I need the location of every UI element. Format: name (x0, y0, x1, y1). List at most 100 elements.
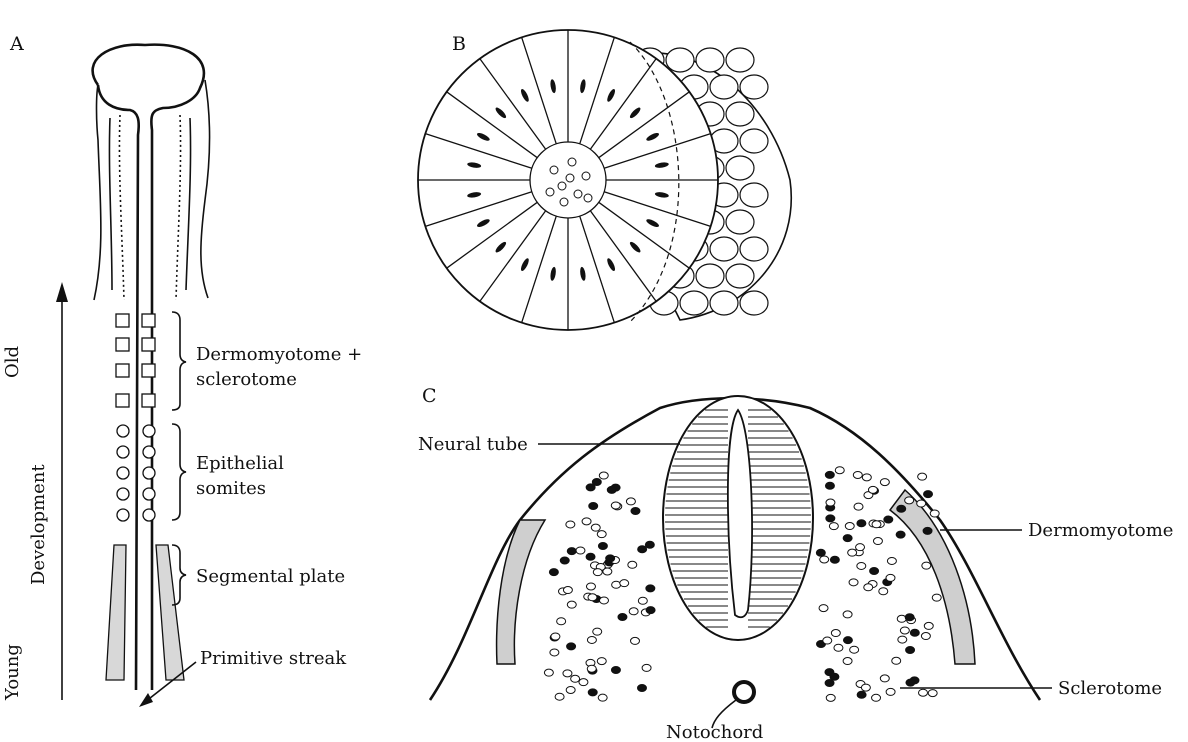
sclerotome-cell (880, 675, 889, 682)
mesenchyme-cell (582, 172, 590, 180)
sclerotome-cell (611, 502, 620, 509)
sclerotome-cell (566, 686, 575, 693)
sclerotome-cell (551, 633, 560, 640)
sclerotome-cell (567, 643, 576, 650)
sclerotome-cell (848, 549, 857, 556)
notochord (734, 682, 754, 702)
panel-a-letter: A (9, 33, 24, 55)
sclerotome-cell (850, 646, 859, 653)
axis-label-development: Development (28, 464, 49, 585)
segmental-plate-left (106, 545, 126, 680)
sclerotome-cell (629, 608, 638, 615)
sclerotome-cell (932, 594, 941, 601)
sclerotome-cell (843, 637, 852, 644)
sclerotome-cell (880, 479, 889, 486)
sclerotome-cell (593, 569, 602, 576)
sclerotome-cell (555, 693, 564, 700)
sclerotome-cell (631, 637, 640, 644)
sclerotome-cell (849, 579, 858, 586)
surface-cell (710, 75, 738, 99)
surface-cell (726, 210, 754, 234)
label-notochord: Notochord (666, 722, 763, 742)
sclerotome-cell (826, 694, 835, 701)
surface-cell (680, 291, 708, 315)
label-dermomyotome-sclerotome-1: Dermomyotome + (196, 344, 362, 365)
sclerotome-cell (834, 644, 843, 651)
somite-circle (117, 488, 129, 500)
mesenchyme-cell (560, 198, 568, 206)
sclerotome-cell (588, 594, 597, 601)
sclerotome-cell (873, 538, 882, 545)
sclerotome-cell (631, 508, 640, 515)
sclerotome-cell (923, 527, 932, 534)
sclerotome-cell (835, 467, 844, 474)
sclerotome-cell (857, 520, 866, 527)
somite-circle (117, 425, 129, 437)
sclerotome-cell (587, 636, 596, 643)
sclerotome-cell (905, 614, 914, 621)
right-inner-dotted (176, 115, 181, 300)
sclerotome-cell (567, 548, 576, 555)
primitive-streak-arrowhead (139, 693, 153, 707)
sclerotome-cell (886, 688, 895, 695)
sclerotome-cell (591, 524, 600, 531)
sclerotome-cell (897, 505, 906, 512)
sclerotome-cell (638, 546, 647, 553)
sclerotome-cell (906, 679, 915, 686)
somite-square (142, 364, 155, 377)
sclerotome-cell (620, 580, 629, 587)
panel-b-letter: B (452, 33, 466, 55)
label-epithelial-2: somites (196, 478, 266, 499)
sclerotome-cell (586, 553, 595, 560)
sclerotome-cell (831, 630, 840, 637)
sclerotome-cell (598, 694, 607, 701)
sclerotome-cell (864, 584, 873, 591)
sclerotome-cell (826, 499, 835, 506)
surface-cell (666, 48, 694, 72)
brace-epithelial (172, 424, 186, 520)
sclerotome-cell (588, 689, 597, 696)
sclerotome-cell (905, 497, 914, 504)
sclerotome-cell (819, 605, 828, 612)
sclerotome-cell (870, 568, 879, 575)
somite-square (116, 394, 129, 407)
mesenchyme-cell (584, 194, 592, 202)
somite-circle (143, 425, 155, 437)
sclerotome-cell (646, 585, 655, 592)
panel-a-braces (172, 312, 186, 605)
dermomyotome-left (497, 520, 545, 664)
somite-circle (143, 446, 155, 458)
label-dermomyotome: Dermomyotome (1028, 520, 1173, 541)
sclerotome-cell (597, 658, 606, 665)
sclerotome-cell (820, 556, 829, 563)
sclerotome-cell (918, 473, 927, 480)
sclerotome-cell (599, 472, 608, 479)
somite-circle (117, 509, 129, 521)
right-body-wall (201, 80, 210, 298)
sclerotome-cell (843, 611, 852, 618)
sclerotome-cell (843, 535, 852, 542)
mesenchyme-cell (574, 190, 582, 198)
sclerotome-cell (921, 633, 930, 640)
sclerotome-cell (857, 562, 866, 569)
sclerotome-cell (626, 498, 635, 505)
sclerotome-cell (906, 646, 915, 653)
surface-cell (740, 183, 768, 207)
sclerotome-cell (549, 569, 558, 576)
surface-cell (726, 156, 754, 180)
sclerotome-cell (637, 685, 646, 692)
sclerotome-cell (586, 583, 595, 590)
panel-c-letter: C (422, 385, 437, 407)
sclerotome-cell (861, 684, 870, 691)
sclerotome-cell (928, 690, 937, 697)
sclerotome-cell (560, 557, 569, 564)
sclerotome-cell (638, 597, 647, 604)
sclerotome-cell (816, 549, 825, 556)
segmental-plates (106, 545, 184, 680)
sclerotome-cell (910, 629, 919, 636)
sclerotome-cell (887, 557, 896, 564)
sclerotome-cell (830, 556, 839, 563)
sclerotome-cell (598, 542, 607, 549)
sclerotome-cell (607, 486, 616, 493)
mesenchyme-cell (546, 188, 554, 196)
